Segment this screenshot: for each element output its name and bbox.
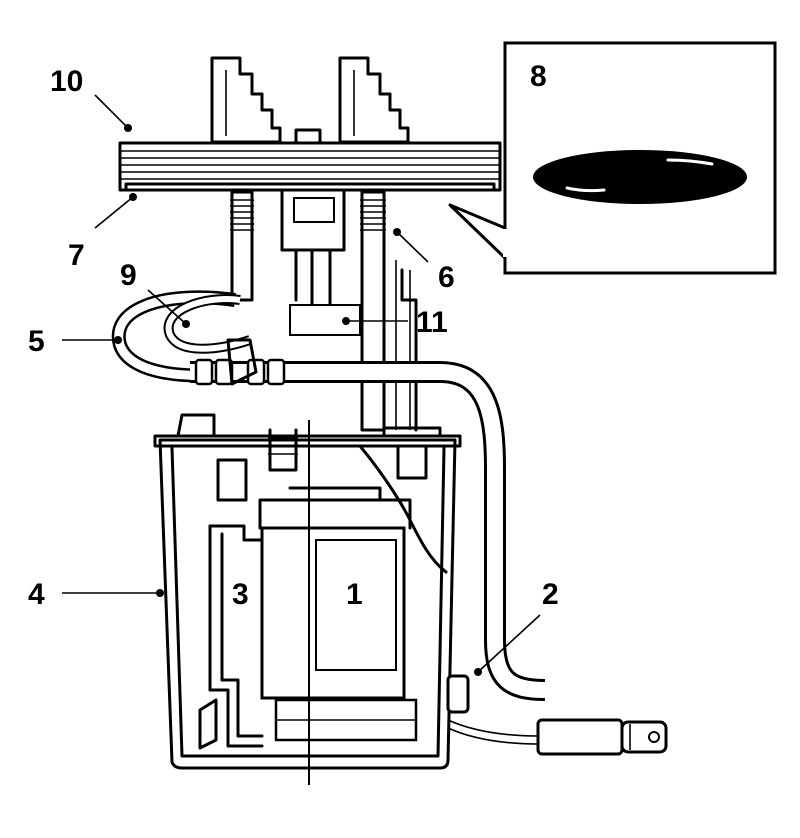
callout-6: 6: [438, 261, 455, 294]
callout-3: 3: [232, 578, 249, 611]
seal-detail-inset: [448, 41, 777, 275]
callout-7: 7: [68, 239, 85, 272]
fuel-lines: [230, 190, 418, 432]
callout-8: 8: [530, 60, 547, 93]
callout-11: 11: [416, 306, 448, 339]
callout-labels: 10 7 9 5 4 3 1 2 6 11 8: [28, 60, 559, 611]
leader-lines: [62, 94, 541, 676]
callout-9: 9: [120, 259, 137, 292]
horizontal-hose: [190, 338, 546, 701]
callout-4: 4: [28, 578, 45, 611]
seal-ring-section: [533, 150, 747, 204]
flange-cover: [118, 141, 502, 192]
outlet-connector: [446, 674, 668, 756]
jet-pump-channel: [198, 458, 264, 750]
callout-5: 5: [28, 325, 45, 358]
callout-2: 2: [542, 578, 559, 611]
electrical-connector-housings: [210, 56, 410, 144]
fuel-pump: [258, 428, 418, 742]
callout-10: 10: [50, 65, 83, 98]
callout-1: 1: [346, 578, 363, 611]
